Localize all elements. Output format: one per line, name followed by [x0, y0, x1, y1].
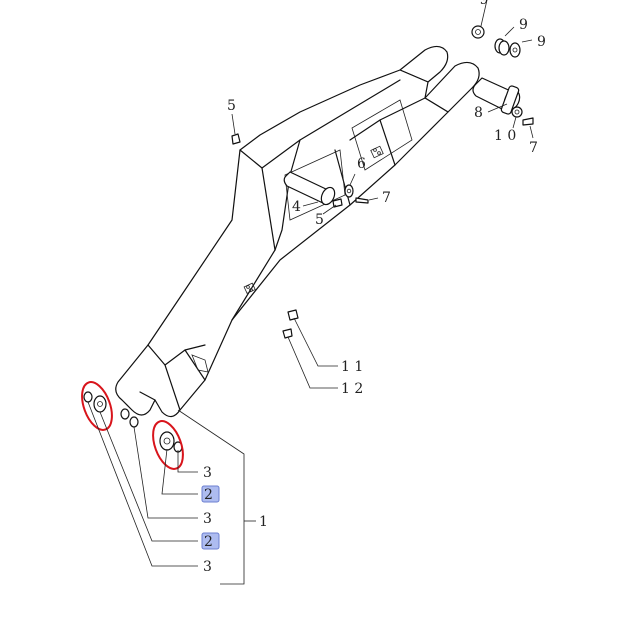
callout-8: 8 [474, 105, 483, 121]
callout-5-middle: 5 [315, 212, 324, 228]
selection-circle-right [152, 420, 184, 470]
callout-labels: 9 9 9 8 1 0 7 5 6 7 4 5 1 1 1 2 3 2 3 1 … [201, 0, 546, 575]
callout-6: 6 [357, 156, 366, 172]
callout-3-b: 3 [203, 511, 212, 527]
highlight-box-2b[interactable] [201, 532, 220, 550]
callout-12: 1 2 [341, 381, 363, 397]
callout-7-upper: 7 [529, 140, 538, 156]
highlight-box-2a[interactable] [201, 485, 220, 503]
callout-4: 4 [292, 199, 301, 215]
callout-7-middle: 7 [382, 190, 391, 206]
leader-lines [87, 0, 534, 585]
middle-pin-assembly [231, 133, 369, 208]
callout-10: 1 0 [494, 128, 516, 144]
callout-9-mid: 9 [519, 17, 528, 33]
callout-9-top: 9 [480, 0, 489, 8]
callout-3-c: 3 [203, 559, 212, 575]
bolts-11-12 [282, 309, 299, 339]
callout-11: 1 1 [341, 359, 363, 375]
upper-pin-assembly [471, 25, 534, 126]
callout-3-a: 3 [203, 465, 212, 481]
selection-circle-left [81, 381, 113, 431]
callout-1: 1 [259, 514, 268, 530]
boom-arm [115, 45, 480, 418]
callout-2-a[interactable]: 2 [204, 487, 213, 503]
callout-5-top: 5 [227, 98, 236, 114]
callout-9-right: 9 [537, 34, 546, 50]
callout-2-b[interactable]: 2 [204, 534, 213, 550]
